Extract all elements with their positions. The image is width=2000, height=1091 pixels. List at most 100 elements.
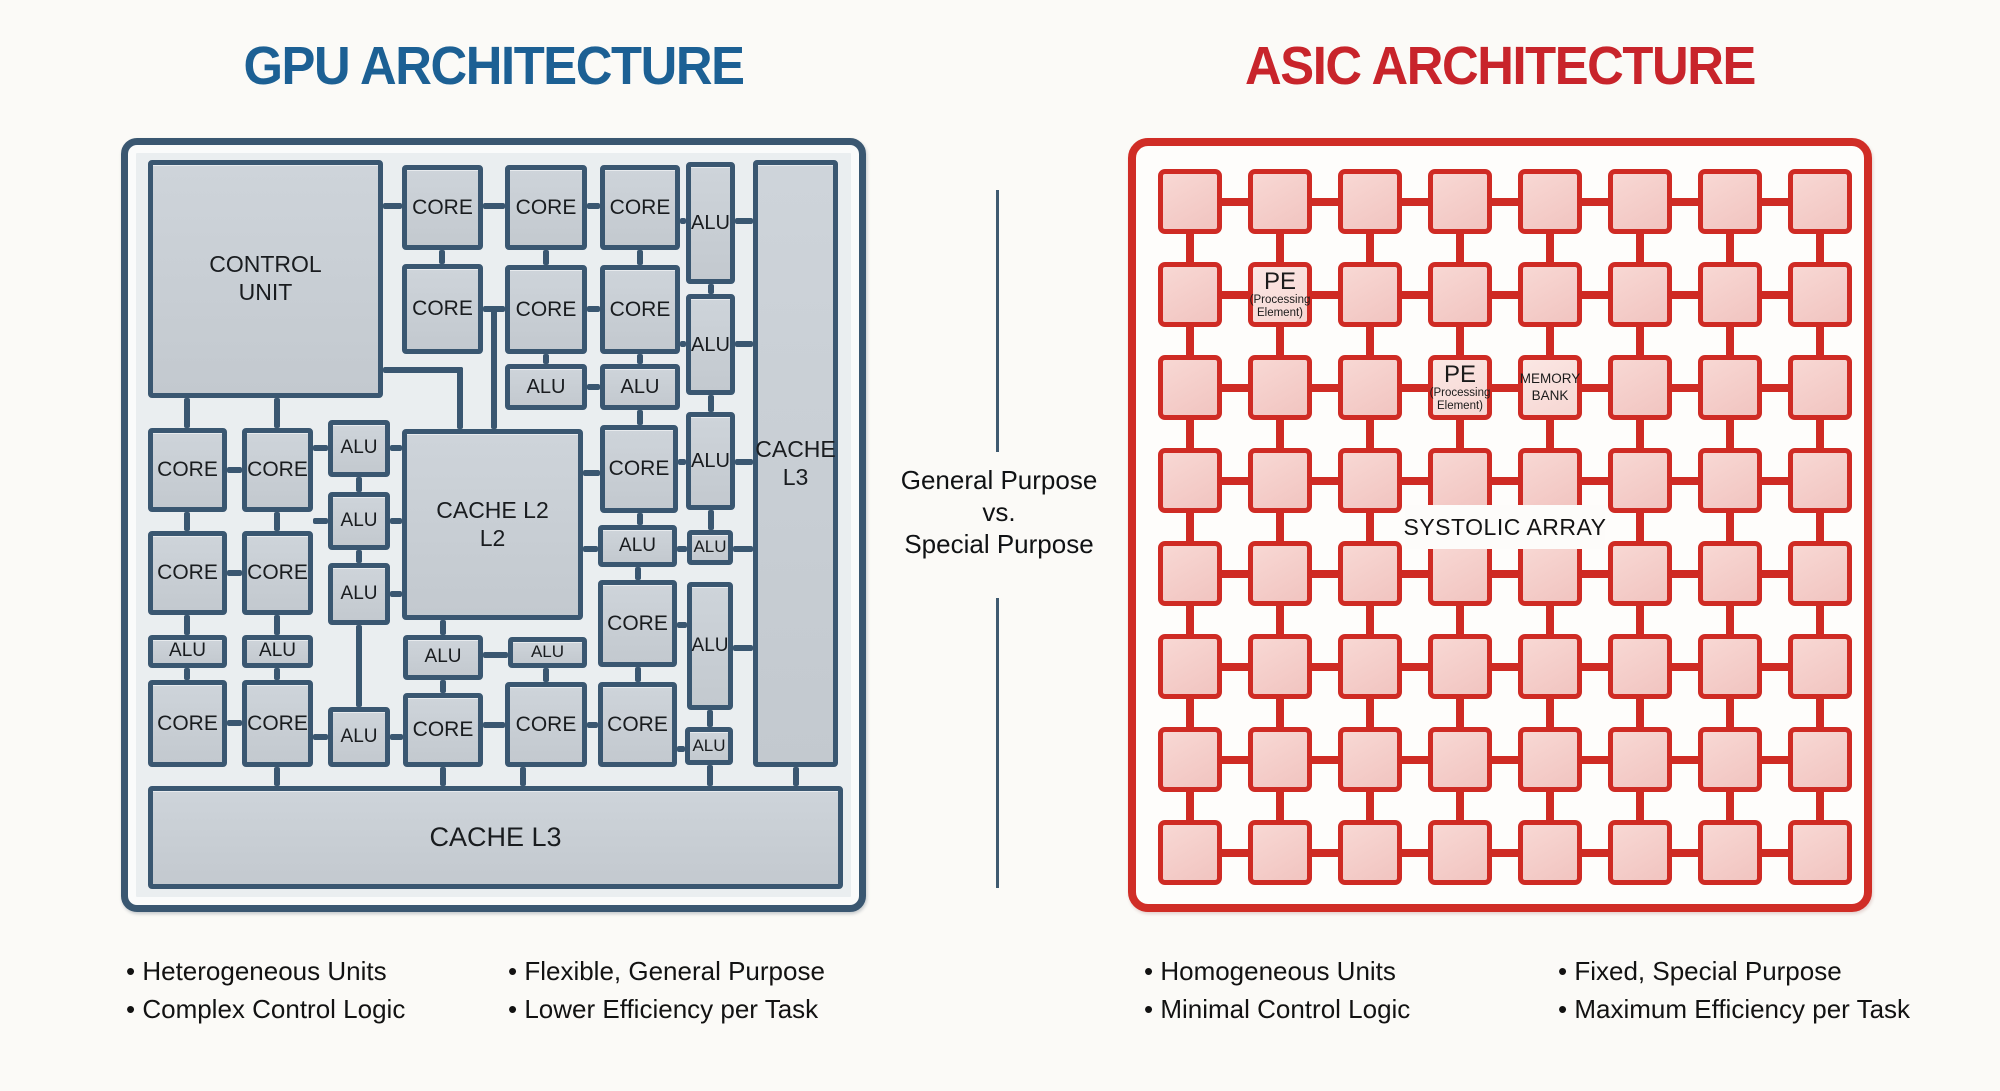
gpu-block-core: CORE	[148, 680, 227, 767]
gpu-bullets-left: • Heterogeneous Units • Complex Control …	[126, 952, 405, 1028]
gpu-block-alu: ALU	[686, 412, 735, 510]
asic-interconnect-line	[1816, 234, 1824, 262]
asic-interconnect-line	[1672, 662, 1698, 671]
asic-pe-cell	[1338, 448, 1402, 513]
asic-interconnect-line	[1672, 569, 1698, 578]
asic-pe-cell	[1428, 634, 1492, 699]
asic-interconnect-line	[1582, 662, 1608, 671]
asic-interconnect-line	[1366, 699, 1374, 727]
gpu-block-label: CACHE L2	[436, 496, 549, 523]
gpu-interconnect-line	[680, 341, 686, 347]
asic-interconnect-line	[1636, 792, 1644, 820]
gpu-interconnect-line	[184, 668, 190, 680]
pe-label: PE	[1263, 267, 1296, 295]
gpu-block-label: CORE	[157, 561, 218, 585]
gpu-block-core: CORE	[148, 531, 227, 615]
asic-pe-cell	[1608, 727, 1672, 792]
asic-pe-cell	[1248, 727, 1312, 792]
gpu-interconnect-line	[440, 767, 446, 786]
gpu-block-alu: ALU	[508, 637, 587, 668]
asic-pe-cell	[1158, 448, 1222, 513]
divider-line-top	[996, 190, 999, 452]
asic-pe-cell	[1788, 727, 1852, 792]
asic-interconnect-line	[1312, 848, 1338, 857]
asic-interconnect-line	[1546, 792, 1554, 820]
asic-title: ASIC ARCHITECTURE	[1245, 36, 1756, 96]
bullet-item: • Maximum Efficiency per Task	[1558, 994, 1911, 1024]
asic-interconnect-line	[1816, 792, 1824, 820]
gpu-block-label: CORE	[157, 711, 218, 735]
gpu-block-core: CORE	[600, 265, 680, 354]
asic-pe-cell	[1338, 355, 1402, 420]
gpu-interconnect-line	[635, 667, 641, 682]
asic-interconnect-line	[1492, 569, 1518, 578]
asic-interconnect-line	[1726, 420, 1734, 448]
gpu-interconnect-line	[227, 570, 242, 576]
asic-pe-cell	[1158, 355, 1222, 420]
gpu-block-core: CORE	[600, 425, 678, 513]
asic-pe-cell	[1698, 541, 1762, 606]
asic-interconnect-line	[1456, 234, 1464, 262]
gpu-block-alu: ALU	[403, 635, 483, 680]
gpu-interconnect-line	[735, 218, 753, 224]
gpu-block-core: CORE	[598, 682, 677, 767]
asic-interconnect-line	[1762, 755, 1788, 764]
asic-interconnect-line	[1546, 420, 1554, 448]
asic-pe-cell	[1158, 727, 1222, 792]
asic-interconnect-line	[1276, 792, 1284, 820]
asic-interconnect-line	[1636, 699, 1644, 727]
asic-pe-cell	[1248, 634, 1312, 699]
asic-interconnect-line	[1276, 513, 1284, 541]
gpu-interconnect-line	[390, 518, 402, 524]
asic-pe-cell	[1608, 634, 1672, 699]
gpu-block-alu: ALU	[328, 707, 390, 767]
asic-interconnect-line	[1186, 513, 1194, 541]
gpu-block-label: CORE	[412, 195, 473, 219]
gpu-interconnect-line	[227, 467, 242, 473]
gpu-block-alu: ALU	[148, 635, 227, 668]
gpu-interconnect-line	[583, 470, 600, 476]
asic-pe-cell	[1788, 634, 1852, 699]
asic-interconnect-line	[1672, 290, 1698, 299]
asic-interconnect-line	[1492, 476, 1518, 485]
asic-pe-cell	[1158, 169, 1222, 234]
asic-interconnect-line	[1672, 197, 1698, 206]
asic-interconnect-line	[1186, 699, 1194, 727]
pe-sublabel: Element)	[1436, 400, 1484, 413]
asic-pe-cell	[1698, 169, 1762, 234]
gpu-block-label: CORE	[515, 297, 577, 321]
gpu-block-label: ALU	[619, 534, 656, 556]
gpu-block-alu: ALU	[687, 582, 733, 710]
asic-interconnect-line	[1402, 755, 1428, 764]
asic-interconnect-line	[1402, 662, 1428, 671]
gpu-block-label: ALU	[691, 450, 730, 472]
bullet-item: • Flexible, General Purpose	[508, 956, 825, 986]
asic-interconnect-line	[1636, 606, 1644, 634]
asic-pe-cell	[1248, 169, 1312, 234]
asic-interconnect-line	[1402, 290, 1428, 299]
asic-pe-cell	[1788, 355, 1852, 420]
gpu-interconnect-line	[356, 550, 362, 563]
asic-interconnect-line	[1366, 792, 1374, 820]
gpu-interconnect-line	[483, 203, 505, 209]
gpu-interconnect-line	[707, 710, 713, 727]
divider-line-bottom	[996, 598, 999, 888]
gpu-interconnect-line	[383, 367, 463, 373]
asic-interconnect-line	[1456, 327, 1464, 355]
gpu-block-core: CORE	[148, 428, 227, 512]
asic-interconnect-line	[1366, 420, 1374, 448]
gpu-block-alu: ALU	[328, 420, 390, 477]
gpu-block-core: CORE	[505, 682, 587, 767]
gpu-block-core: CORE	[242, 531, 313, 615]
asic-interconnect-line	[1762, 383, 1788, 392]
gpu-block-label: ALU	[693, 537, 727, 557]
asic-interconnect-line	[1492, 290, 1518, 299]
gpu-interconnect-line	[356, 625, 362, 707]
asic-pe-cell	[1158, 820, 1222, 885]
asic-interconnect-line	[1366, 606, 1374, 634]
memory-bank-label: BANK	[1531, 387, 1569, 403]
asic-interconnect-line	[1222, 755, 1248, 764]
asic-interconnect-line	[1402, 569, 1428, 578]
